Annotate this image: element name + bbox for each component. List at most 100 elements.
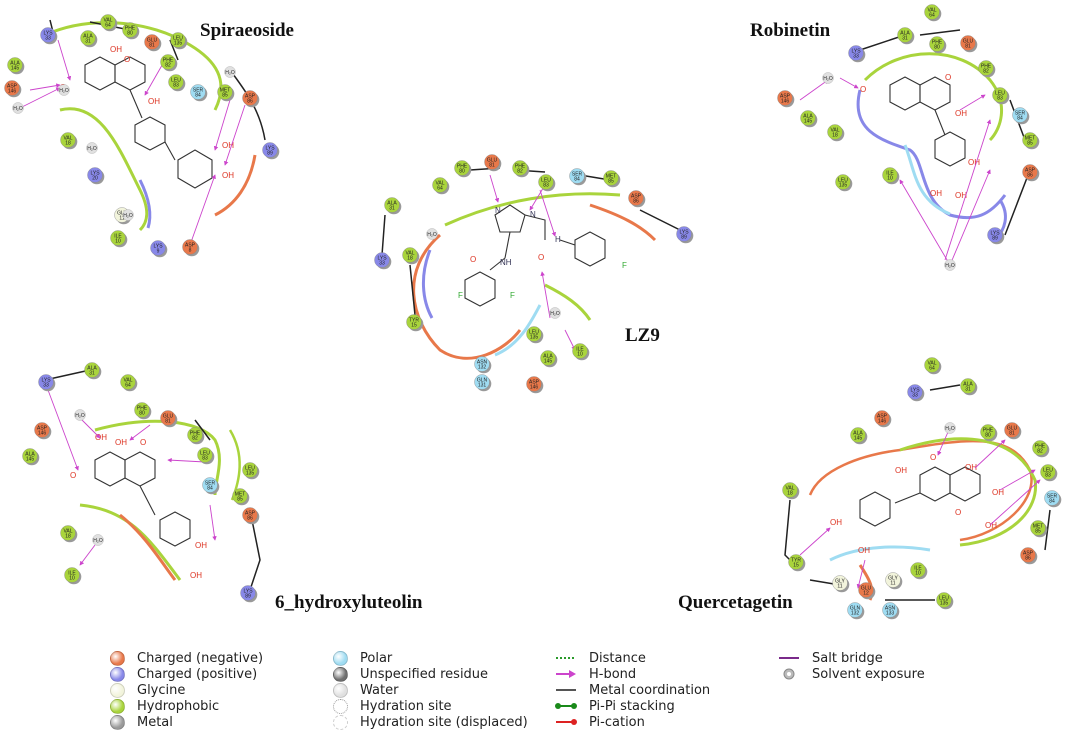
title-lz9: LZ9 xyxy=(625,325,660,346)
residue-label: LYS xyxy=(377,256,387,262)
residue-label: SER xyxy=(1047,494,1058,500)
residue-disk xyxy=(924,4,940,20)
residue-label: LYS xyxy=(990,231,1000,237)
residue-number: 31 xyxy=(89,371,95,377)
residue-number: 83 xyxy=(997,96,1003,102)
residue-label: LEU xyxy=(200,451,210,457)
atom-o: O xyxy=(538,253,544,262)
residue-number: 11 xyxy=(890,581,895,587)
atom-oh: OH xyxy=(95,433,107,442)
residue-label: VAL xyxy=(123,378,132,384)
residue-number: 8 xyxy=(189,248,192,254)
residue-disk xyxy=(34,422,50,438)
residue-label: VAL xyxy=(63,529,72,535)
residue-number: 11 xyxy=(837,584,842,590)
residue-disk xyxy=(628,190,644,206)
legend-swatch xyxy=(333,714,348,730)
residue-disk xyxy=(1004,422,1020,438)
residue-number: 89 xyxy=(245,594,251,600)
residue-disk xyxy=(474,374,490,390)
residue-disk xyxy=(80,30,96,46)
residue-label: VAL xyxy=(927,361,936,367)
residue-number: 15 xyxy=(411,323,417,329)
residue-label: ALA xyxy=(87,366,97,372)
atom-oh: OH xyxy=(110,45,122,54)
residue-disk xyxy=(924,357,940,373)
legend-metal: Metal xyxy=(110,714,173,730)
residue-number: 132 xyxy=(478,365,487,371)
water-circle xyxy=(86,142,98,154)
residue-number: 84 xyxy=(1017,116,1023,122)
legend-negative: Charged (negative) xyxy=(110,650,263,666)
residue-disk xyxy=(60,132,76,148)
atom-oh: OH xyxy=(992,488,1004,497)
residue-disk xyxy=(1012,107,1028,123)
residue-label: PHE xyxy=(457,164,468,170)
atom-oh: OH xyxy=(965,463,977,472)
water-label: H₂O xyxy=(550,311,560,317)
legend-swatch xyxy=(333,666,348,682)
atom-f: F xyxy=(458,291,463,300)
residue-number: 85 xyxy=(1027,141,1033,147)
residue-number: 82 xyxy=(1037,449,1043,455)
water-circle xyxy=(549,307,561,319)
atom-n: N xyxy=(495,206,501,215)
legend-label: Metal xyxy=(137,714,173,730)
residue-label: MET xyxy=(1033,524,1044,530)
residue-disk xyxy=(242,462,258,478)
residue-number: 83 xyxy=(173,83,179,89)
residue-label: SER xyxy=(572,172,583,178)
residue-label: PHE xyxy=(981,64,992,70)
atom-oh: OH xyxy=(858,546,870,555)
residue-disk xyxy=(874,410,890,426)
residue-number: 145 xyxy=(544,359,553,365)
residue-label: ALA xyxy=(543,354,553,360)
title-spiraeoside: Spiraeoside xyxy=(200,20,294,41)
residue-number: 145 xyxy=(11,66,20,72)
residue-number: 83 xyxy=(543,183,549,189)
diagram-lz9: N N NH H O O F F F xyxy=(381,167,681,360)
residue-disk xyxy=(897,27,913,43)
residue-label: ASP xyxy=(185,243,196,249)
residue-number: 146 xyxy=(781,99,790,105)
atom-f: F xyxy=(510,291,515,300)
residue-disk xyxy=(100,14,116,30)
residue-number: 81 xyxy=(165,419,171,425)
residue-number: 86 xyxy=(247,99,253,105)
residue-label: LYS xyxy=(153,244,163,250)
atom-o: O xyxy=(930,453,936,462)
residue-label: PHE xyxy=(932,40,943,46)
legend-swatch xyxy=(333,682,348,698)
residue-number: 80 xyxy=(127,31,133,37)
residue-number: 18 xyxy=(832,133,838,139)
residue-disk xyxy=(22,448,38,464)
residue-number: 80 xyxy=(985,433,991,439)
water-label: H₂O xyxy=(427,232,437,238)
residue-disk xyxy=(182,239,198,255)
residue-number: 33 xyxy=(43,383,49,389)
residue-disk xyxy=(474,356,490,372)
water-disk: H₂O xyxy=(822,72,834,84)
